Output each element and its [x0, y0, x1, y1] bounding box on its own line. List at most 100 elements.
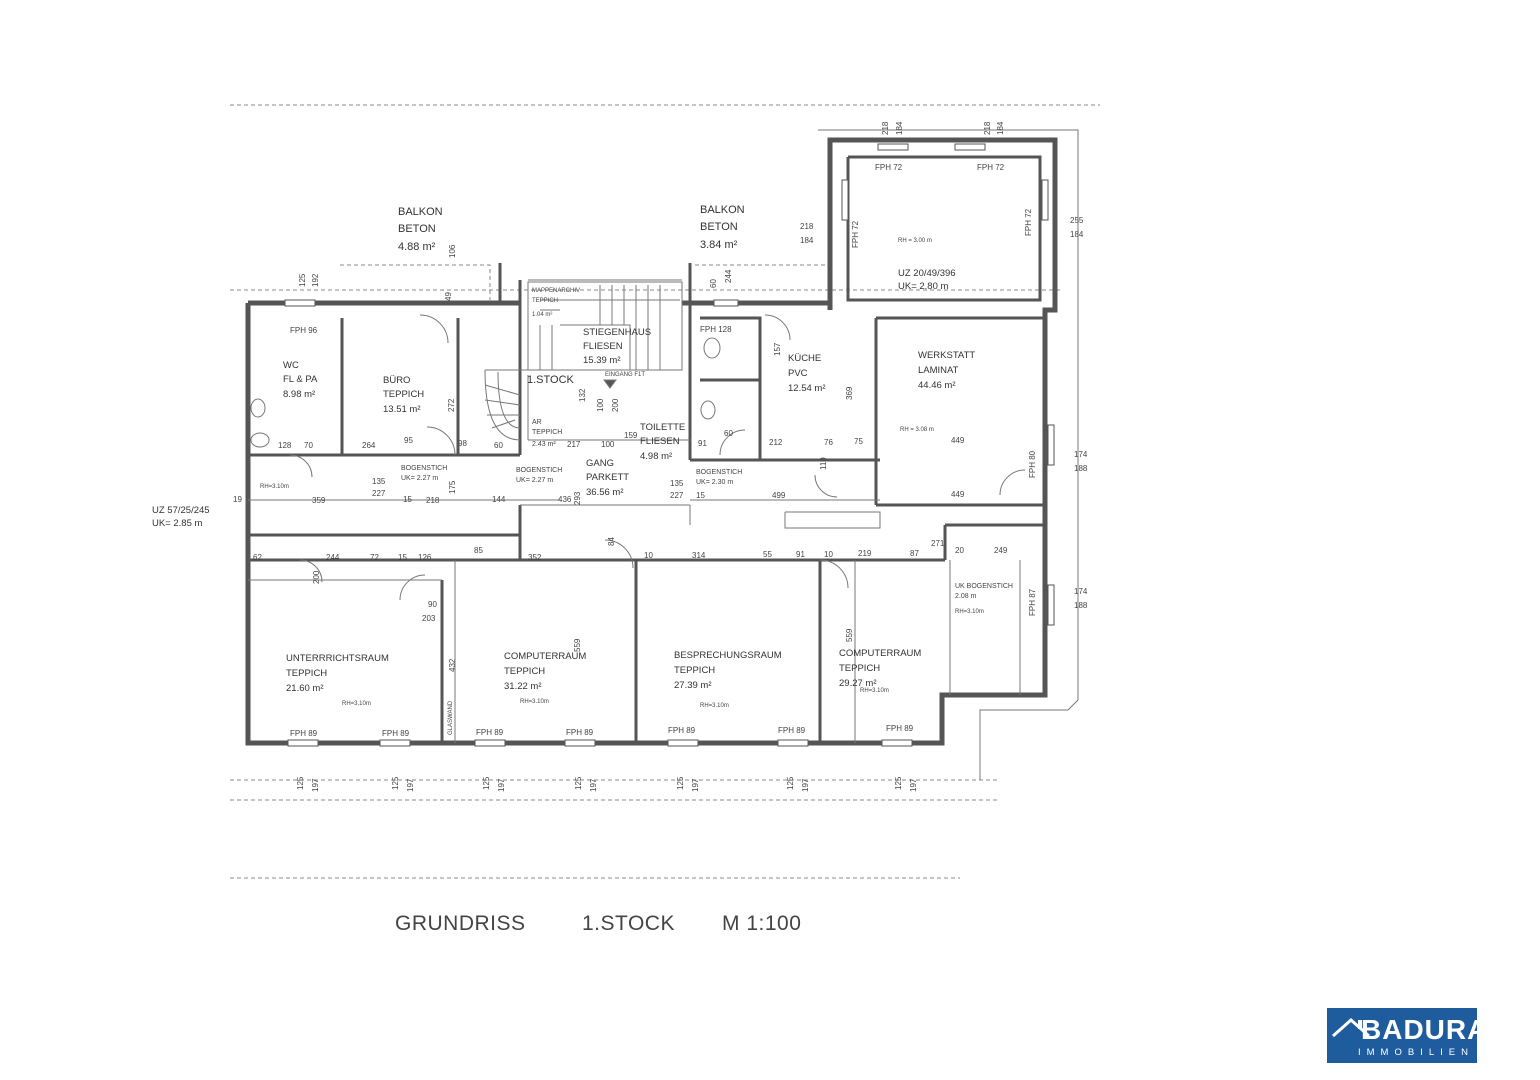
- dim-272: 272: [447, 398, 456, 412]
- room-wc: WC FL & PA 8.98 m²: [283, 360, 318, 400]
- dim-125: 125: [298, 273, 307, 287]
- dim-359: 359: [312, 496, 326, 505]
- dim-91-b: 91: [796, 550, 805, 559]
- dim-49: 49: [444, 292, 453, 301]
- dim-449-a: 449: [951, 436, 965, 445]
- dim-197-c: 197: [497, 778, 506, 792]
- room-computer1-floor: TEPPICH: [504, 666, 545, 677]
- dim-174-b: 174: [1074, 587, 1088, 596]
- dim-217: 217: [567, 440, 581, 449]
- dim-98: 98: [458, 439, 467, 448]
- room-computer2-floor: TEPPICH: [839, 663, 880, 674]
- room-stiegenhaus: STIEGENHAUS FLIESEN 15.39 m² 1.STOCK EIN…: [527, 327, 651, 386]
- dim-212: 212: [769, 438, 783, 447]
- fph-89-a: FPH 89: [290, 729, 318, 738]
- dim-60: 60: [709, 279, 718, 288]
- dim-255: 255: [1070, 216, 1084, 225]
- dim-15-b: 15: [696, 491, 705, 500]
- uk-bogenstich-val: 2.08 m: [955, 593, 977, 600]
- balcony-1-name: BALKON: [398, 206, 443, 218]
- computer2-rh: RH=3.10m: [860, 688, 889, 694]
- dim-128: 128: [278, 441, 292, 450]
- uk-bogenstich: UK BOGENSTICH: [955, 583, 1013, 590]
- dim-132: 132: [578, 388, 587, 402]
- dim-75: 75: [854, 437, 863, 446]
- room-besprechung-floor: TEPPICH: [674, 665, 715, 676]
- dim-227-b: 227: [670, 491, 684, 500]
- room-buero-name: BÜRO: [383, 375, 410, 386]
- room-werkstatt-area: 44.46 m²: [918, 380, 956, 391]
- dim-125-c: 125: [391, 776, 400, 790]
- dim-314: 314: [692, 551, 706, 560]
- dim-157: 157: [773, 342, 782, 356]
- room-kueche-area: 12.54 m²: [788, 383, 826, 394]
- fph-89-d: FPH 89: [566, 728, 594, 737]
- dim-135-b: 135: [670, 479, 684, 488]
- dim-126: 126: [418, 553, 432, 562]
- bogenstich-3: BOGENSTICH: [696, 469, 742, 476]
- room-ar-area: 2.43 m²: [532, 441, 556, 448]
- unterricht-rh: RH=3.10m: [342, 701, 371, 707]
- dim-218-d: 218: [426, 496, 440, 505]
- dim-352: 352: [528, 553, 542, 562]
- bogenstich-1-uk: UK= 2.27 m: [401, 475, 438, 482]
- room-gang-area: 36.56 m²: [586, 487, 624, 498]
- dim-197-a: 197: [311, 778, 320, 792]
- dim-449-b: 449: [951, 490, 965, 499]
- glaswand-label: GLASWAND: [448, 700, 454, 735]
- fph-89-b: FPH 89: [382, 729, 410, 738]
- room-kueche-floor: PVC: [788, 368, 808, 379]
- dim-10-a: 10: [644, 551, 653, 560]
- balcony-2-name: BALKON: [700, 204, 745, 216]
- dim-227-a: 227: [372, 489, 386, 498]
- staircase: [484, 281, 683, 441]
- dim-218-c: 218: [800, 222, 814, 231]
- room-wc-area: 8.98 m²: [283, 389, 315, 400]
- dim-135-a: 135: [372, 477, 386, 486]
- balcony-1-material: BETON: [398, 223, 436, 235]
- dimension-labels: 125 192 49 106 244 60 218 184 218 184 21…: [233, 121, 1088, 792]
- uz-right: UZ 20/49/396: [898, 268, 956, 279]
- room-ar: AR TEPPICH 2.43 m²: [532, 419, 562, 448]
- uk-right: UK= 2.80 m: [898, 281, 949, 292]
- plan-outline-dashed: [230, 104, 1100, 879]
- fph-72-d: FPH 72: [1024, 208, 1033, 236]
- room-besprechung-area: 27.39 m²: [674, 680, 712, 691]
- besprechung-rh: RH=3.10m: [700, 703, 729, 709]
- dim-72: 72: [370, 553, 379, 562]
- uk-bogenstich-rh: RH=3.10m: [955, 609, 984, 615]
- dim-125-h: 125: [894, 776, 903, 790]
- dim-90: 90: [428, 600, 437, 609]
- bogenstich-2-uk: UK= 2.27 m: [516, 477, 553, 484]
- balcony-2-area: 3.84 m²: [700, 239, 738, 251]
- dim-19: 19: [233, 495, 242, 504]
- room-werkstatt-name: WERKSTATT: [918, 350, 975, 361]
- gang-rh: RH=3.10m: [260, 484, 289, 490]
- dim-271: 271: [931, 539, 945, 548]
- dim-159: 159: [624, 431, 638, 440]
- logo-name: BADURA: [1361, 1014, 1489, 1045]
- dim-106: 106: [448, 244, 457, 258]
- dim-203: 203: [422, 614, 436, 623]
- fph-72-a: FPH 72: [875, 163, 903, 172]
- room-werkstatt: WERKSTATT LAMINAT 44.46 m² RH = 3.08 m: [900, 350, 975, 433]
- room-computer2-area: 29.27 m²: [839, 678, 877, 689]
- bogenstich-notes: BOGENSTICH UK= 2.27 m BOGENSTICH UK= 2.2…: [260, 465, 1013, 615]
- room-unterricht-floor: TEPPICH: [286, 668, 327, 679]
- room-computer-1: COMPUTERRAUM TEPPICH 31.22 m² RH=3.10m: [504, 651, 586, 705]
- logo-sub: IMMOBILIEN: [1358, 1047, 1474, 1058]
- dim-293: 293: [573, 491, 582, 505]
- dim-369: 369: [845, 386, 854, 400]
- fph-72-c: FPH 72: [851, 220, 860, 248]
- dim-70: 70: [304, 441, 313, 450]
- dim-110: 110: [819, 457, 828, 470]
- bogenstich-1: BOGENSTICH: [401, 465, 447, 472]
- dim-184-c: 184: [800, 236, 814, 245]
- room-besprechung: BESPRECHUNGSRAUM TEPPICH 27.39 m² RH=3.1…: [674, 650, 782, 709]
- dim-125-e: 125: [574, 776, 583, 790]
- dim-200-a: 200: [312, 570, 321, 584]
- fph-87: FPH 87: [1028, 588, 1037, 616]
- room-computer-2: COMPUTERRAUM TEPPICH 29.27 m² RH=3.10m: [839, 648, 921, 694]
- dim-87: 87: [910, 549, 919, 558]
